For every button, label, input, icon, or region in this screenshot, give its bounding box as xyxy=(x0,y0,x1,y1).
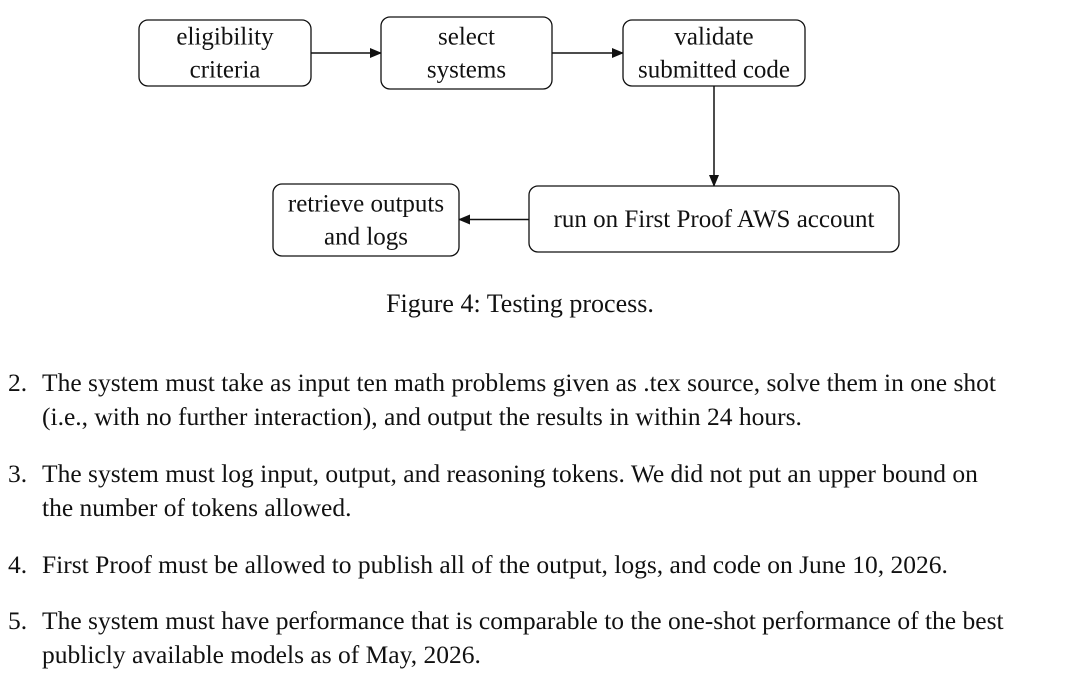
item-text-line: The system must take as input ten math p… xyxy=(42,368,996,397)
item-text-line: the number of tokens allowed. xyxy=(42,493,352,522)
node-label: and logs xyxy=(324,224,408,251)
node-label: systems xyxy=(427,57,506,84)
node-retrieve: retrieve outputs and logs xyxy=(272,183,460,257)
item-number: 2. xyxy=(8,368,28,397)
node-label: validate xyxy=(674,24,753,51)
node-validate: validate submitted code xyxy=(622,19,806,87)
item-text-line: publicly available models as of May, 202… xyxy=(42,640,481,669)
node-label: criteria xyxy=(190,57,261,84)
item-text: The system must log input, output, and r… xyxy=(42,457,1072,525)
node-box xyxy=(138,19,312,87)
node-label: select xyxy=(438,24,495,51)
item-number: 3. xyxy=(8,459,28,488)
item-number: 5. xyxy=(8,606,28,635)
node-eligibility: eligibility criteria xyxy=(138,19,312,87)
node-box xyxy=(380,16,553,90)
node-box xyxy=(272,183,460,257)
testing-process-diagram: eligibility criteria select systems validate… xyxy=(138,16,900,257)
item-text-line: The system must log input, output, and r… xyxy=(42,459,978,488)
node-label: submitted code xyxy=(638,57,790,84)
item-text-line: The system must have performance that is… xyxy=(42,606,1004,635)
item-number: 4. xyxy=(8,550,28,579)
node-label: run on First Proof AWS account xyxy=(554,206,875,233)
item-text-line: First Proof must be allowed to publish a… xyxy=(42,550,948,579)
item-text-line: (i.e., with no further interaction), and… xyxy=(42,402,802,431)
item-text: The system must have performance that is… xyxy=(42,604,1072,672)
item-text: The system must take as input ten math p… xyxy=(42,366,1072,434)
node-run: run on First Proof AWS account xyxy=(528,185,900,253)
node-box xyxy=(622,19,806,87)
node-label: eligibility xyxy=(176,24,274,51)
figure-caption: Figure 4: Testing process. xyxy=(386,289,654,318)
node-box xyxy=(528,185,900,253)
item-text: First Proof must be allowed to publish a… xyxy=(42,548,1072,582)
node-label: retrieve outputs xyxy=(288,191,444,218)
node-select: select systems xyxy=(380,16,553,90)
